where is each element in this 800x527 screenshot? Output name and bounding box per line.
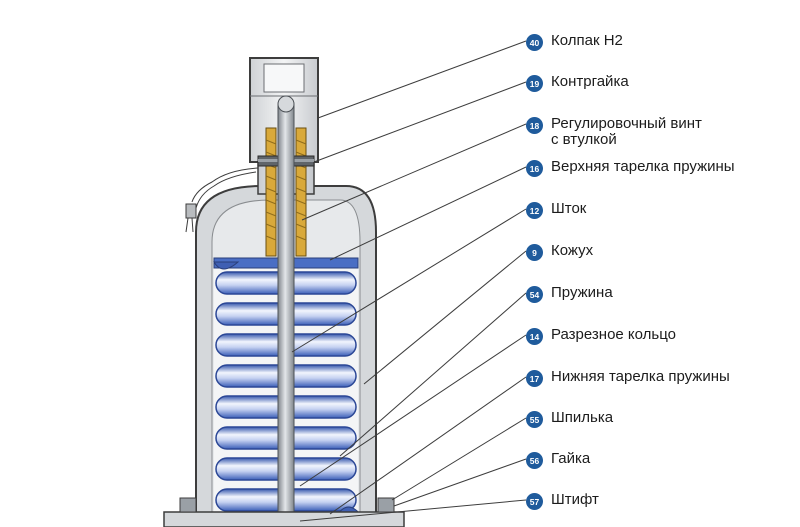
label-text: Регулировочный винт с втулкой <box>551 115 702 148</box>
label-text: Гайка <box>551 450 591 467</box>
label-14: 14 Разрезное кольцо <box>526 327 676 345</box>
bushing-threads <box>265 139 307 241</box>
label-19: 19 Контргайка <box>526 74 629 92</box>
number-badge: 54 <box>526 286 543 303</box>
label-12: 12 Шток <box>526 201 586 219</box>
number-badge: 19 <box>526 75 543 92</box>
number-badge: 12 <box>526 202 543 219</box>
leader-lines <box>291 40 527 522</box>
cap-top-inner <box>263 63 305 93</box>
label-9: 9 Кожух <box>526 243 593 261</box>
leader-14 <box>299 334 527 487</box>
leader-17 <box>329 376 527 515</box>
leader-9 <box>363 250 527 385</box>
label-40: 40 Колпак H2 <box>526 33 623 51</box>
number-badge: 16 <box>526 160 543 177</box>
label-57: 57 Штифт <box>526 492 599 510</box>
number-badge: 9 <box>526 244 543 261</box>
leader-40 <box>317 40 527 119</box>
leader-54 <box>339 292 527 457</box>
nut-right <box>377 497 395 513</box>
leader-19 <box>313 81 527 163</box>
number-badge: 14 <box>526 328 543 345</box>
label-16: 16 Верхняя тарелка пружины <box>526 159 735 177</box>
label-text: Кожух <box>551 242 594 259</box>
leader-57 <box>299 499 527 522</box>
label-56: 56 Гайка <box>526 451 590 469</box>
label-text: Шток <box>551 200 587 217</box>
leader-18 <box>301 123 527 221</box>
nut-left <box>179 497 197 513</box>
label-17: 17 Нижняя тарелка пружины <box>526 369 730 387</box>
label-text: Нижняя тарелка пружины <box>551 368 730 385</box>
leader-56 <box>393 458 527 507</box>
leader-16 <box>329 166 527 261</box>
number-badge: 40 <box>526 34 543 51</box>
label-18: 18 Регулировочный винт с втулкой <box>526 116 702 148</box>
number-badge: 57 <box>526 493 543 510</box>
label-text: Контргайка <box>551 73 629 90</box>
leader-55 <box>391 417 527 501</box>
flange-base <box>163 511 405 527</box>
label-55: 55 Шпилька <box>526 410 613 428</box>
label-text: Шпилька <box>551 409 614 426</box>
label-text: Колпак H2 <box>551 32 623 49</box>
label-text: Штифт <box>551 491 599 508</box>
number-badge: 56 <box>526 452 543 469</box>
label-text: Пружина <box>551 284 613 301</box>
valve-stem <box>277 103 295 527</box>
label-text: Верхняя тарелка пружины <box>551 158 735 175</box>
seal-wire <box>191 167 259 203</box>
leader-12 <box>291 208 527 353</box>
label-text: Разрезное кольцо <box>551 326 677 343</box>
number-badge: 18 <box>526 117 543 134</box>
number-badge: 17 <box>526 370 543 387</box>
label-54: 54 Пружина <box>526 285 613 303</box>
seal-lead <box>185 203 197 219</box>
number-badge: 55 <box>526 411 543 428</box>
